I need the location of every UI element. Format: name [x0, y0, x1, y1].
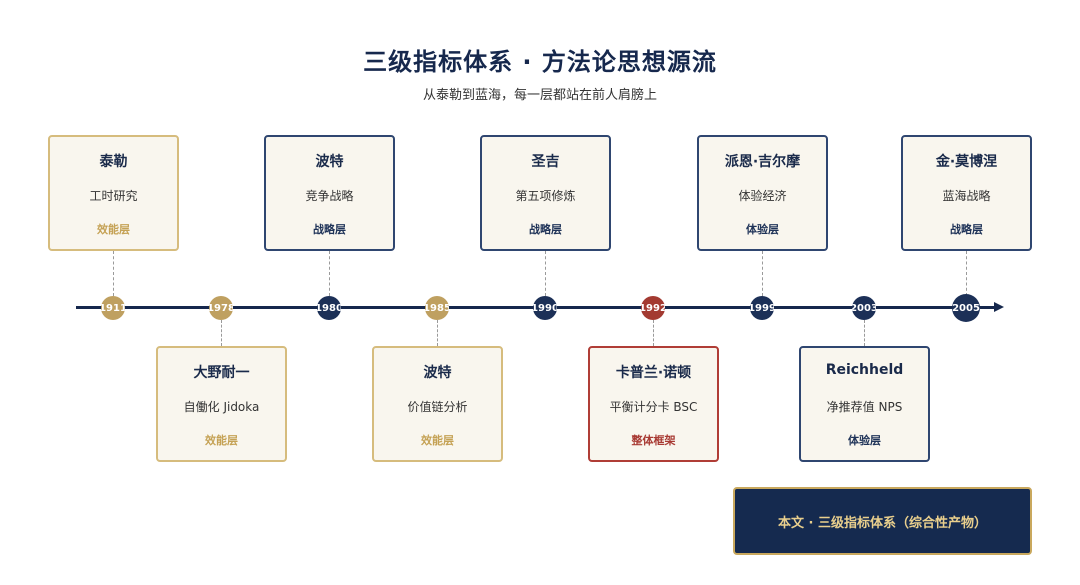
event-card-1999: 派恩·吉尔摩 体验经济 体验层: [697, 135, 828, 251]
connector-1980: [329, 251, 330, 296]
connector-1985: [437, 320, 438, 346]
event-work: 价值链分析: [407, 400, 468, 414]
event-layer: 体验层: [848, 434, 881, 447]
connector-1999: [762, 251, 763, 296]
event-work: 平衡计分卡 BSC: [609, 400, 698, 414]
year-node-2005: 2005: [952, 294, 980, 322]
event-name: 波特: [423, 365, 452, 381]
event-card-1980: 波特 竞争战略 战略层: [264, 135, 395, 251]
connector-1992: [653, 320, 654, 346]
connector-2005: [966, 251, 967, 296]
event-work: 蓝海战略: [942, 189, 991, 203]
event-card-2003: Reichheld 净推荐值 NPS 体验层: [799, 346, 930, 462]
event-work: 第五项修炼: [515, 189, 576, 203]
connector-1911: [113, 251, 114, 296]
event-work: 自働化 Jidoka: [183, 400, 260, 414]
event-work: 竞争战略: [305, 189, 354, 203]
year-node-1980: 1980: [317, 296, 341, 320]
event-card-1978: 大野耐一 自働化 Jidoka 效能层: [156, 346, 287, 462]
event-card-1990: 圣吉 第五项修炼 战略层: [480, 135, 611, 251]
event-name: 泰勒: [99, 154, 128, 170]
event-card-1992: 卡普兰·诺顿 平衡计分卡 BSC 整体框架: [588, 346, 719, 462]
event-card-2005: 金·莫博涅 蓝海战略 战略层: [901, 135, 1032, 251]
year-node-1992: 1992: [641, 296, 665, 320]
event-card-1985: 波特 价值链分析 效能层: [372, 346, 503, 462]
event-work: 体验经济: [738, 189, 787, 203]
event-name: 大野耐一: [193, 365, 250, 381]
year-node-1985: 1985: [425, 296, 449, 320]
event-layer: 效能层: [97, 223, 130, 236]
event-work: 净推荐值 NPS: [826, 400, 903, 414]
event-layer: 体验层: [746, 223, 779, 236]
event-card-1911: 泰勒 工时研究 效能层: [48, 135, 179, 251]
event-layer: 效能层: [205, 434, 238, 447]
year-node-1990: 1990: [533, 296, 557, 320]
event-name: Reichheld: [825, 362, 904, 378]
year-node-1911: 1911: [101, 296, 125, 320]
event-name: 金·莫博涅: [935, 154, 998, 170]
event-name: 圣吉: [531, 154, 560, 170]
page-subtitle: 从泰勒到蓝海，每一层都站在前人肩膀上: [422, 88, 657, 103]
page-title: 三级指标体系 · 方法论思想源流: [363, 48, 717, 76]
event-layer: 整体框架: [631, 434, 676, 447]
event-work: 工时研究: [89, 189, 138, 203]
event-layer: 效能层: [421, 434, 454, 447]
event-name: 卡普兰·诺顿: [615, 365, 692, 381]
year-node-1999: 1999: [750, 296, 774, 320]
event-layer: 战略层: [529, 223, 562, 236]
timeline-arrow-icon: [994, 302, 1004, 312]
year-node-1978: 1978: [209, 296, 233, 320]
year-node-2003: 2003: [852, 296, 876, 320]
event-name: 波特: [315, 154, 344, 170]
event-name: 派恩·吉尔摩: [724, 154, 801, 170]
summary-box: 本文 · 三级指标体系（综合性产物）: [733, 487, 1032, 555]
event-layer: 战略层: [313, 223, 346, 236]
connector-1978: [221, 320, 222, 346]
summary-label: 本文 · 三级指标体系（综合性产物）: [778, 515, 987, 531]
event-layer: 战略层: [950, 223, 983, 236]
connector-1990: [545, 251, 546, 296]
connector-2003: [864, 320, 865, 346]
